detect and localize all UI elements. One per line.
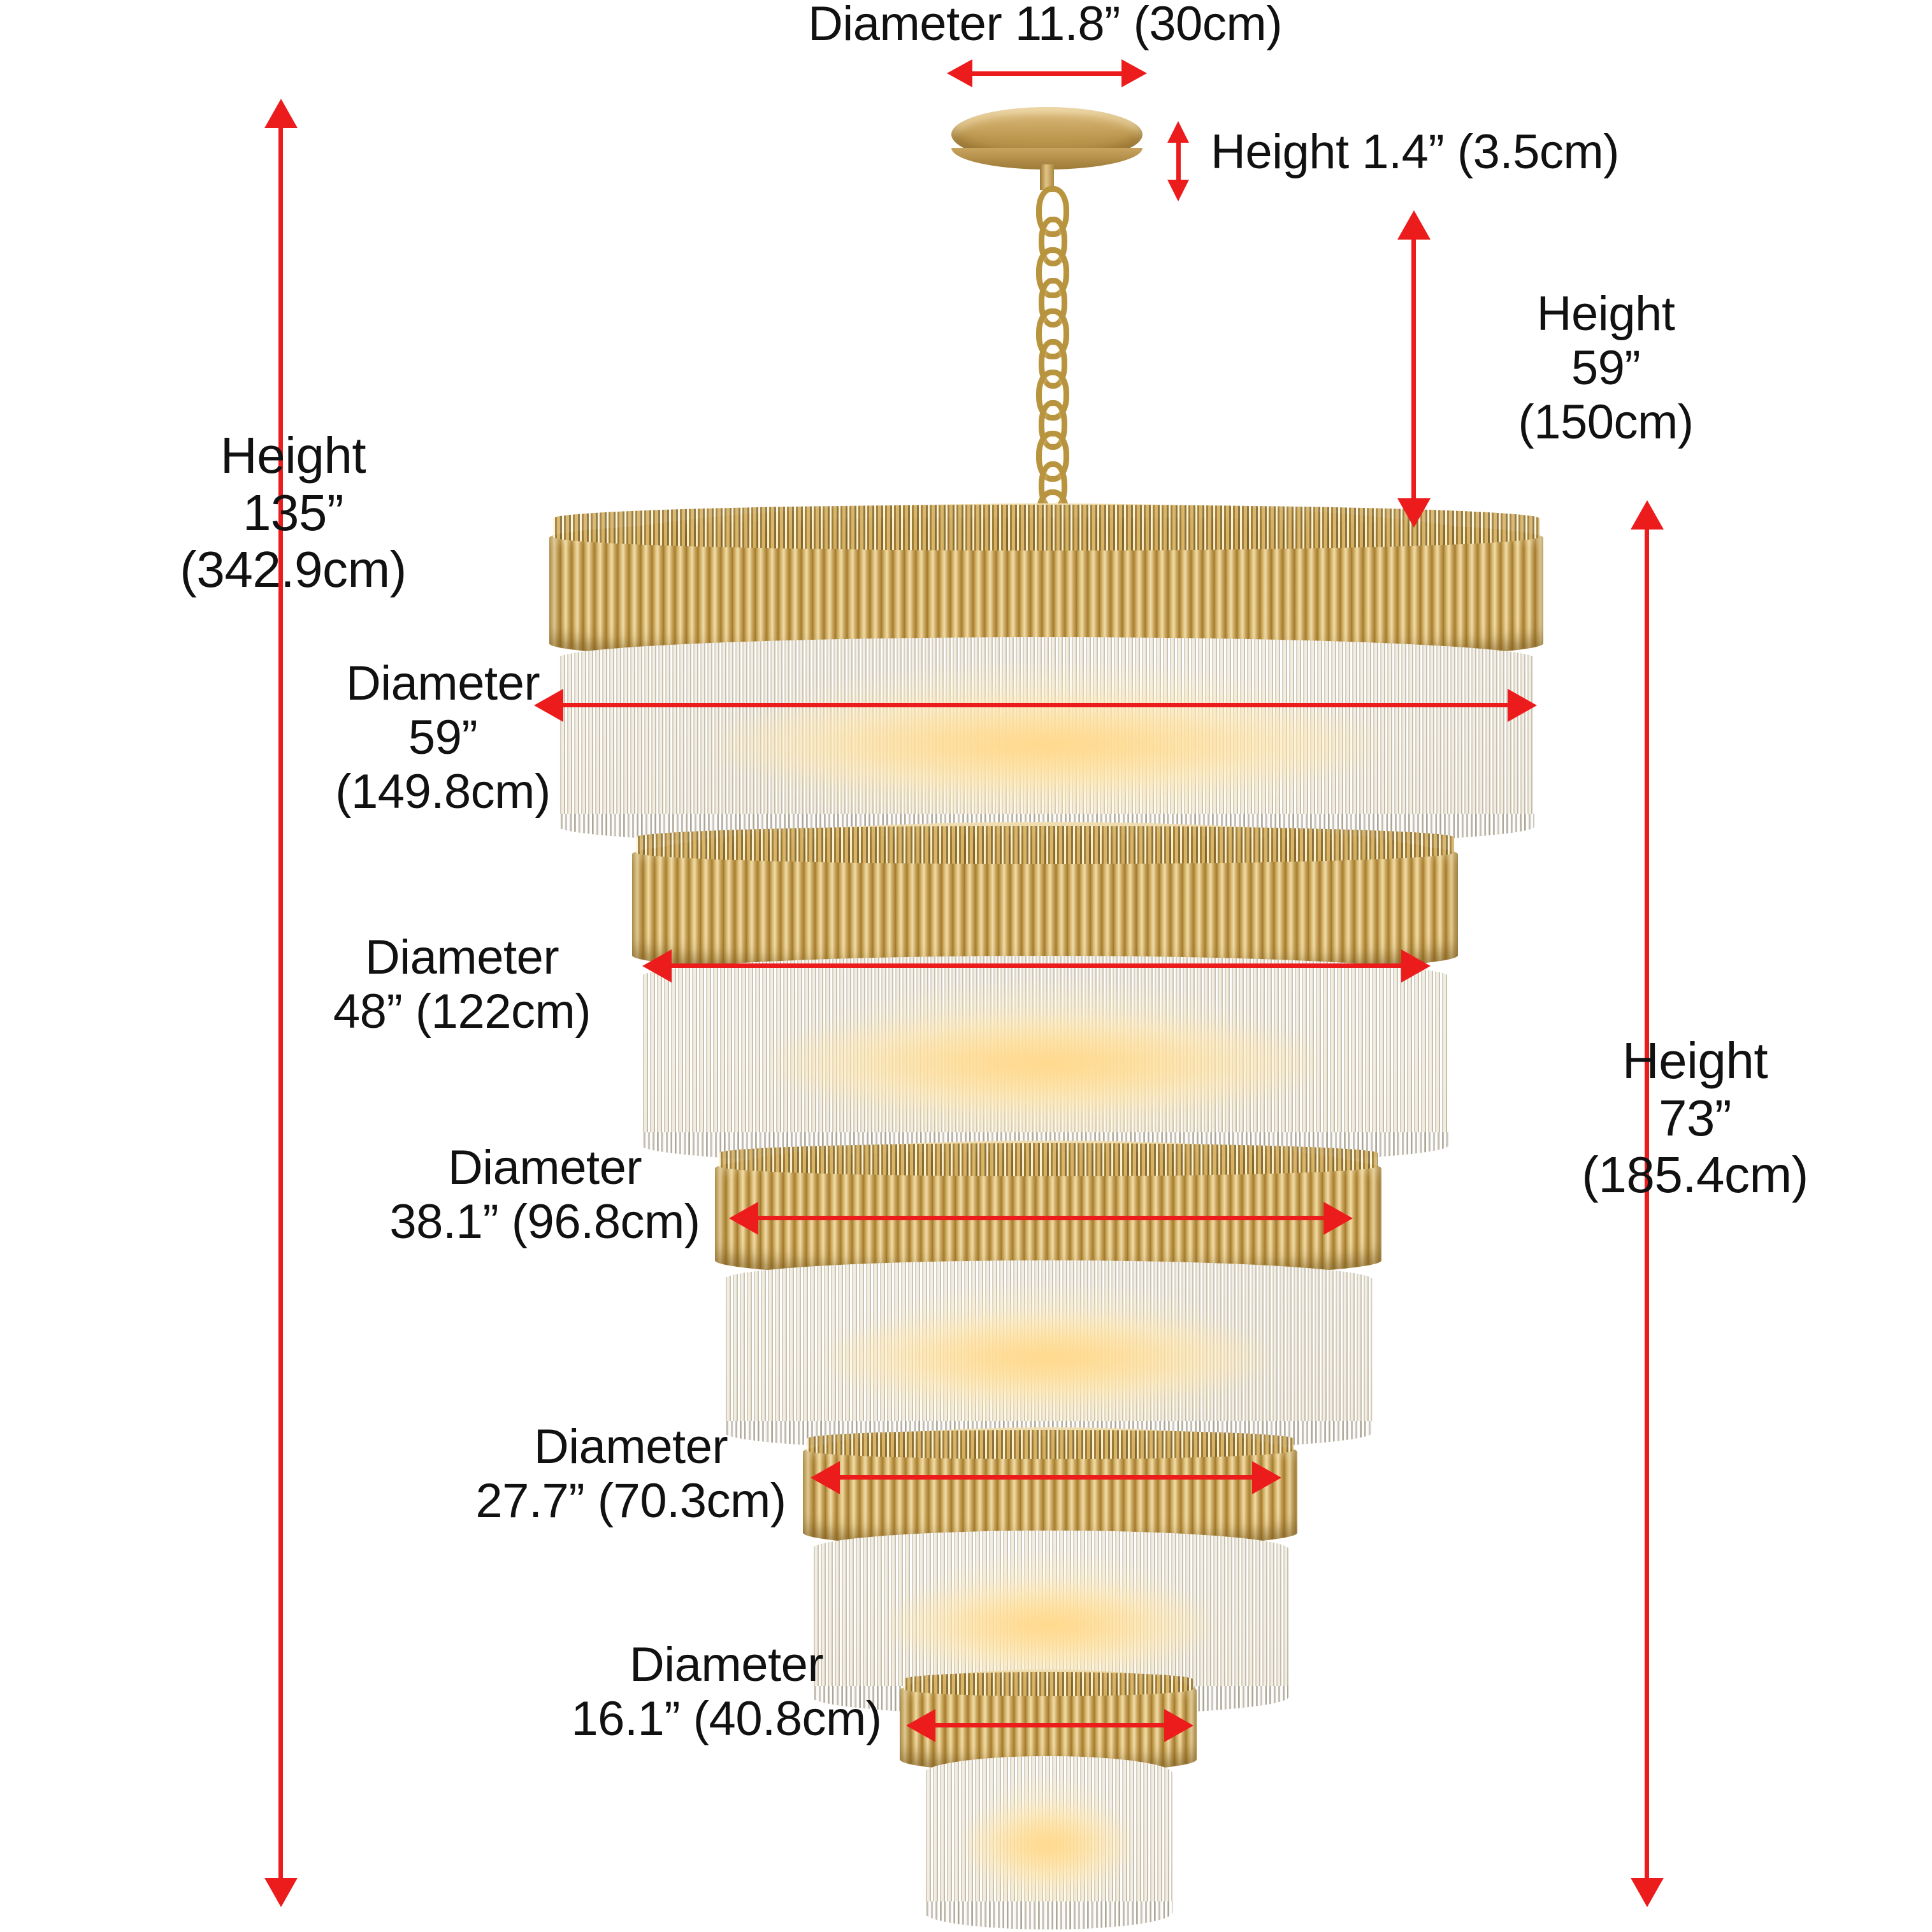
label-top-diameter: Diameter 11.8” (30cm)	[807, 0, 1283, 51]
arrowhead-right-diameter-1	[1508, 689, 1537, 722]
dim-line-diameter-4	[836, 1475, 1257, 1480]
canopy-stem	[1040, 164, 1054, 190]
arrowhead-up-chain-height	[1397, 210, 1431, 240]
label-diameter-1: Diameter 59” (149.8cm)	[335, 656, 551, 819]
tier-1-crystal-curtain	[558, 637, 1534, 847]
arrowhead-right-diameter-5	[1164, 1709, 1193, 1742]
dim-line-diameter-5	[932, 1723, 1169, 1727]
tier-2-crown-teeth	[636, 826, 1454, 864]
arrowhead-right-diameter-2	[1401, 949, 1431, 983]
label-diameter-2: Diameter 48” (122cm)	[333, 930, 591, 1039]
tier-4-crystal-curtain	[812, 1531, 1288, 1715]
arrowhead-down-canopy-height	[1167, 180, 1189, 201]
tier-1-crown-teeth	[553, 505, 1539, 551]
dim-line-diameter-3	[754, 1216, 1328, 1220]
tier-2-crystal-curtain	[641, 956, 1449, 1166]
dim-line-body-height	[1645, 526, 1649, 1883]
arrowhead-left-diameter-3	[729, 1202, 758, 1235]
label-diameter-5: Diameter 16.1” (40.8cm)	[571, 1638, 882, 1747]
label-canopy-height: Height 1.4” (3.5cm)	[1211, 125, 1619, 179]
dim-line-diameter-1	[559, 703, 1512, 707]
arrowhead-right-diameter-3	[1323, 1202, 1353, 1235]
label-total-height: Height 135” (342.9cm)	[180, 427, 407, 598]
arrowhead-up-total-height	[264, 99, 298, 128]
label-diameter-3: Diameter 38.1” (96.8cm)	[389, 1141, 700, 1250]
dim-line-total-height	[278, 124, 283, 1883]
label-body-height: Height 73” (185.4cm)	[1582, 1032, 1808, 1204]
arrowhead-left-diameter-1	[534, 689, 563, 722]
arrowhead-left-diameter-4	[811, 1461, 840, 1494]
arrowhead-left-diameter-5	[906, 1709, 935, 1742]
arrowhead-left-top-diameter	[947, 59, 972, 87]
tier-5-crystal-curtain	[924, 1756, 1172, 1929]
label-diameter-4: Diameter 27.7” (70.3cm)	[475, 1420, 786, 1529]
dim-line-canopy-height	[1176, 138, 1181, 184]
label-chain-height: Height 59” (150cm)	[1518, 287, 1694, 450]
arrowhead-right-diameter-4	[1252, 1461, 1281, 1494]
dim-line-chain-height	[1411, 236, 1416, 503]
arrowhead-up-canopy-height	[1167, 121, 1189, 143]
arrowhead-down-total-height	[264, 1878, 298, 1907]
tier-3-crown-teeth	[719, 1143, 1378, 1176]
tier-5-crown-teeth	[904, 1672, 1193, 1696]
tier-3-crystal-curtain	[724, 1260, 1373, 1452]
arrowhead-right-top-diameter	[1121, 59, 1147, 87]
arrowhead-down-body-height	[1631, 1878, 1664, 1907]
arrowhead-left-diameter-2	[642, 949, 672, 983]
dim-line-top-diameter	[966, 71, 1129, 76]
tier-4-crown-teeth	[807, 1430, 1294, 1459]
dim-line-diameter-2	[668, 963, 1406, 968]
arrowhead-down-chain-height	[1397, 498, 1431, 528]
arrowhead-up-body-height	[1631, 500, 1664, 530]
